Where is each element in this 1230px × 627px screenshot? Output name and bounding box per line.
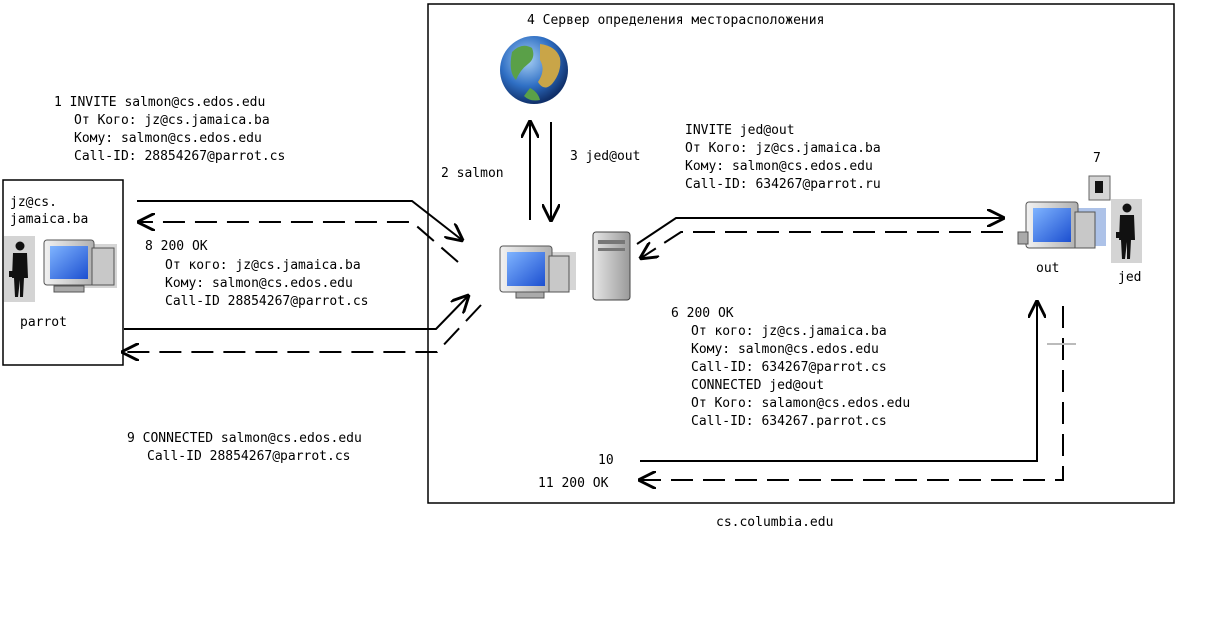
msg8-line1: 8 200 OK <box>145 239 208 254</box>
invite-out-line3: Кому: salmon@cs.edos.edu <box>685 159 873 174</box>
step-10-label: 10 <box>598 453 614 468</box>
invite-out-line1: INVITE jed@out <box>685 123 795 138</box>
message-1-invite: 1 INVITE salmon@cs.edos.edu От Кого: jz@… <box>54 95 285 164</box>
parrot-address-line1: jz@cs. <box>10 195 57 210</box>
arrow-11-ok-from-out <box>640 306 1064 480</box>
server-tower-icon <box>592 231 631 301</box>
msg6-line3: Кому: salmon@cs.edos.edu <box>691 342 879 357</box>
arrow-10-to-out <box>640 302 1037 462</box>
arrow-ok-to-parrot <box>123 304 482 352</box>
msg6-line5: CONNECTED jed@out <box>691 378 824 393</box>
msg1-line2: От Кого: jz@cs.jamaica.ba <box>74 113 270 128</box>
step-11-label: 11 200 OK <box>538 476 609 491</box>
invite-out-line4: Call-ID: 634267@parrot.ru <box>685 177 881 192</box>
invite-out-line2: От Кого: jz@cs.jamaica.ba <box>685 141 881 156</box>
location-server-label: 4 Сервер определения месторасположения <box>527 13 824 28</box>
person-icon-jed <box>1111 199 1142 263</box>
msg8-line2: От кого: jz@cs.jamaica.ba <box>165 258 361 273</box>
proxy-computer-icon <box>499 245 576 299</box>
msg8-line3: Кому: salmon@cs.edos.edu <box>165 276 353 291</box>
msg6-line2: От кого: jz@cs.jamaica.ba <box>691 324 887 339</box>
arrow-invite-to-out <box>636 218 1003 245</box>
out-computer-icon <box>1017 201 1106 249</box>
msg9-line2: Call-ID 28854267@parrot.cs <box>147 449 351 464</box>
step-7-label: 7 <box>1093 151 1101 166</box>
message-6-ok: 6 200 OK От кого: jz@cs.jamaica.ba Кому:… <box>671 306 910 429</box>
parrot-address-line2: jamaica.ba <box>10 212 88 227</box>
arrow-6-ok-from-out <box>641 231 1003 258</box>
globe-icon <box>500 36 568 104</box>
msg6-line4: Call-ID: 634267@parrot.cs <box>691 360 887 375</box>
msg1-line4: Call-ID: 28854267@parrot.cs <box>74 149 285 164</box>
parrot-box <box>2 179 124 366</box>
jed-label: jed <box>1118 270 1141 285</box>
msg6-line1: 6 200 OK <box>671 306 734 321</box>
msg1-line1: 1 INVITE salmon@cs.edos.edu <box>54 95 265 110</box>
step-2-label: 2 salmon <box>441 166 504 181</box>
msg9-line1: 9 CONNECTED salmon@cs.edos.edu <box>127 431 362 446</box>
message-invite-out: INVITE jed@out От Кого: jz@cs.jamaica.ba… <box>685 123 881 192</box>
domain-label: cs.columbia.edu <box>716 515 833 530</box>
out-label: out <box>1036 261 1059 276</box>
msg6-line7: Call-ID: 634267.parrot.cs <box>691 414 887 429</box>
msg6-line6: От Кого: salamon@cs.edos.edu <box>691 396 910 411</box>
msg1-line3: Кому: salmon@cs.edos.edu <box>74 131 262 146</box>
computer-icon-parrot <box>43 239 117 293</box>
arrow-1-invite <box>137 200 462 240</box>
domain-box <box>427 3 1175 504</box>
arrow-9-connected <box>124 296 468 330</box>
person-icon-parrot <box>4 236 35 302</box>
msg8-line4: Call-ID 28854267@parrot.cs <box>165 294 369 309</box>
step-3-label: 3 jed@out <box>570 149 640 164</box>
message-8-ok: 8 200 OK От кого: jz@cs.jamaica.ba Кому:… <box>145 239 369 309</box>
door-icon <box>1088 175 1111 201</box>
message-9-connected: 9 CONNECTED salmon@cs.edos.edu Call-ID 2… <box>127 431 362 464</box>
arrow-8-ok <box>139 222 459 263</box>
parrot-label: parrot <box>20 315 67 330</box>
